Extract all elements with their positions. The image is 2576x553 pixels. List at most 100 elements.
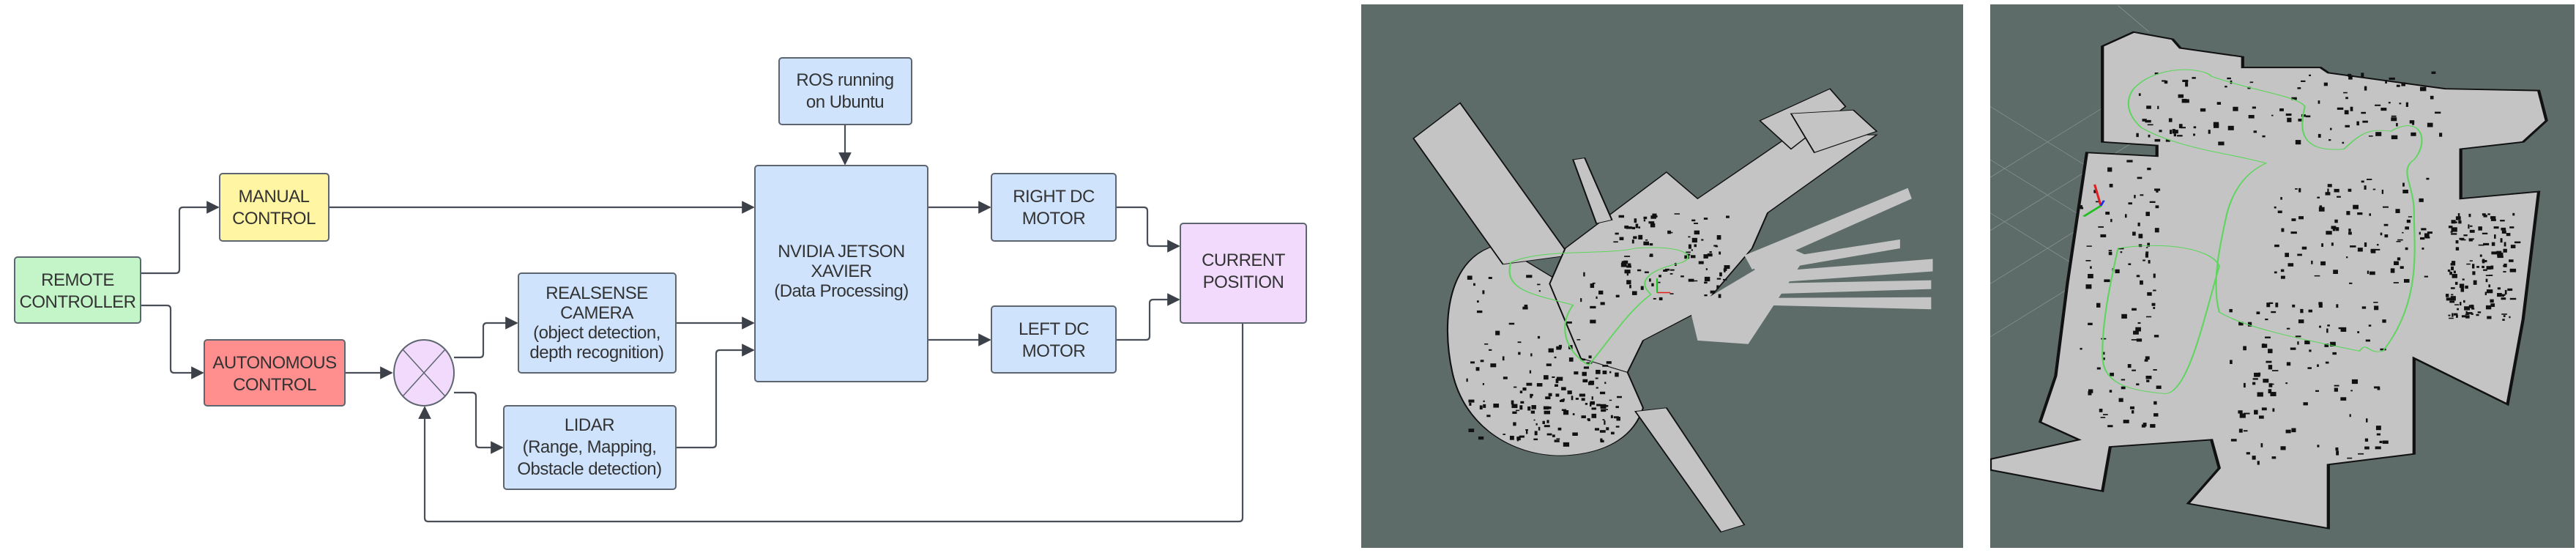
obstacle-dot	[1572, 413, 1575, 415]
obstacle-dot	[2490, 218, 2496, 221]
obstacle-dot	[2469, 225, 2473, 227]
obstacle-dot	[1574, 371, 1579, 375]
obstacle-dot	[2280, 446, 2286, 450]
obstacle-dot	[2405, 102, 2408, 107]
obstacle-dot	[2315, 390, 2319, 392]
obstacle-dot	[2344, 110, 2349, 115]
obstacle-dot	[2121, 313, 2127, 319]
obstacle-dot	[1649, 243, 1653, 246]
obstacle-dot	[2268, 302, 2274, 304]
obstacle-dot	[1599, 430, 1606, 433]
obstacle-dot	[2165, 139, 2170, 142]
obstacle-dot	[1598, 290, 1604, 295]
obstacle-dot	[1620, 262, 1627, 267]
obstacle-dot	[2295, 335, 2301, 338]
obstacle-dot	[2132, 308, 2137, 311]
obstacle-dot	[1468, 428, 1475, 432]
obstacle-dot	[2123, 420, 2129, 423]
obstacle-dot	[2501, 297, 2506, 300]
obstacle-dot	[2350, 106, 2353, 111]
obstacle-dot	[2497, 252, 2504, 256]
obstacle-dot	[1644, 271, 1649, 273]
obstacle-dot	[2361, 180, 2364, 183]
obstacle-dot	[2471, 313, 2473, 315]
slam-map-complete	[1990, 4, 2575, 548]
obstacle-dot	[1556, 376, 1563, 381]
obstacle-dot	[2108, 250, 2112, 252]
obstacle-dot	[1476, 310, 1483, 313]
obstacle-dot	[1640, 286, 1644, 290]
obstacle-dot	[2396, 84, 2400, 87]
obstacle-dot	[2300, 308, 2304, 313]
obstacle-dot	[1710, 290, 1716, 294]
obstacle-dot	[2439, 133, 2443, 137]
obstacle-dot	[1582, 371, 1587, 376]
obstacle-dot	[2509, 226, 2514, 229]
obstacle-dot	[2154, 138, 2161, 142]
obstacle-dot	[2421, 228, 2427, 231]
obstacle-dot	[2332, 227, 2336, 231]
obstacle-dot	[1610, 415, 1613, 418]
obstacle-dot	[2298, 216, 2304, 220]
obstacle-dot	[1519, 435, 1525, 438]
obstacle-dot	[2448, 314, 2451, 316]
obstacle-dot	[2459, 237, 2465, 240]
obstacle-dot	[2482, 213, 2486, 216]
obstacle-dot	[1484, 343, 1489, 345]
obstacle-dot	[2110, 372, 2114, 376]
obstacle-dot	[2088, 273, 2093, 278]
obstacle-dot	[2325, 192, 2331, 196]
obstacle-dot	[2380, 348, 2386, 351]
obstacle-dot	[2497, 255, 2504, 259]
obstacle-dot	[2382, 319, 2386, 323]
obstacle-dot	[2375, 426, 2381, 431]
obstacle-dot	[2093, 190, 2097, 193]
obstacle-dot	[1543, 406, 1549, 410]
obstacle-dot	[1534, 431, 1538, 436]
arrow-summing-to-realsense	[454, 316, 518, 359]
obstacle-dot	[1705, 268, 1708, 270]
robot-path	[1508, 247, 1689, 366]
obstacle-dot	[1645, 239, 1648, 241]
obstacle-dot	[2178, 124, 2183, 129]
obstacle-dot	[2466, 263, 2471, 265]
obstacle-dot	[2375, 248, 2380, 250]
obstacle-dot	[2345, 125, 2350, 127]
obstacle-dot	[1517, 341, 1522, 344]
obstacle-dot	[1530, 410, 1535, 414]
obstacle-dot	[2327, 324, 2330, 327]
obstacle-dot	[2307, 367, 2312, 369]
obstacle-dot	[1638, 226, 1641, 229]
obstacle-dot	[2141, 424, 2146, 428]
obstacle-dot	[1688, 236, 1691, 238]
obstacle-dot	[1514, 386, 1517, 388]
obstacle-dot	[1609, 371, 1612, 374]
obstacle-dot	[2506, 233, 2511, 237]
obstacle-dot	[2132, 231, 2136, 236]
obstacle-dot	[1544, 410, 1551, 415]
obstacle-dot	[1561, 409, 1567, 412]
obstacle-dot	[1694, 244, 1697, 248]
obstacle-dot	[2136, 338, 2143, 342]
obstacle-dot	[2396, 241, 2401, 242]
obstacle-dot	[2463, 234, 2468, 237]
obstacle-dot	[2243, 346, 2246, 351]
obstacle-dot	[2365, 418, 2368, 423]
obstacle-dot	[2491, 242, 2495, 246]
obstacle-dot	[1552, 434, 1555, 437]
obstacle-dot	[1590, 305, 1596, 309]
obstacle-dot	[2374, 305, 2379, 311]
obstacle-dot	[1643, 216, 1648, 220]
obstacle-dot	[2340, 327, 2347, 332]
obstacle-dot	[1493, 404, 1500, 408]
obstacle-dot	[2381, 189, 2384, 194]
obstacle-dot	[1552, 376, 1555, 378]
obstacle-dot	[2487, 316, 2492, 319]
obstacle-dot	[2409, 120, 2415, 124]
obstacle-dot	[1631, 291, 1637, 295]
obstacle-dot	[1581, 415, 1586, 418]
obstacle-dot	[2145, 119, 2151, 123]
obstacle-dot	[2348, 188, 2352, 192]
